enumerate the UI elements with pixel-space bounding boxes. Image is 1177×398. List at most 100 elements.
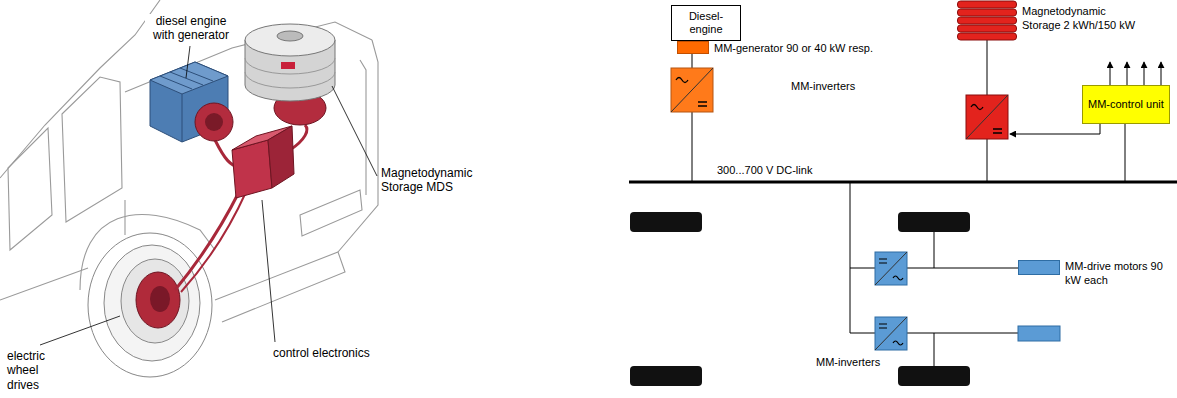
leader-line	[262, 200, 275, 342]
sill-line	[0, 268, 88, 300]
storage-disk	[958, 17, 1017, 24]
wheel	[88, 233, 212, 377]
wire	[692, 54, 693, 68]
leader-line	[186, 46, 190, 78]
van-window	[8, 128, 52, 250]
cable	[175, 190, 240, 290]
ac-sign	[676, 78, 688, 83]
inverter-diagonal	[875, 317, 907, 350]
text-holder: MM-generator 90 or 40 kW resp.	[714, 41, 873, 55]
control-unit-box: MM-control unit	[1082, 85, 1170, 124]
node-text: Magnetodynamic Storage 2 kWh/150 kW	[1022, 4, 1147, 33]
engine-top	[150, 62, 228, 94]
inverter-symbol	[966, 95, 1008, 139]
van-outline	[0, 0, 378, 322]
inverter-symbol	[875, 317, 907, 350]
leader-lines	[40, 46, 377, 345]
part-label: Magnetodynamic Storage MDS	[380, 166, 497, 195]
generator-hub	[205, 113, 223, 131]
storage-disk	[958, 9, 1017, 16]
inverter-symbol	[875, 252, 907, 285]
inverter-body	[966, 95, 1008, 139]
diesel-engine-figure	[150, 62, 233, 142]
drive-motor	[1018, 326, 1060, 341]
leader-line	[40, 316, 120, 345]
control-output	[1161, 62, 1162, 85]
flywheel-lid	[245, 24, 335, 56]
inverter-diagonal	[966, 95, 1008, 139]
inverter-body	[875, 317, 907, 350]
part-label: diesel engine with generator	[145, 14, 237, 43]
leader-line	[332, 86, 377, 176]
block-label: MM-inverters	[815, 356, 881, 369]
node-text: MM-drive motors 90 kW each	[1065, 259, 1165, 288]
control-output	[1110, 62, 1111, 85]
text-holder: Magnetodynamic Storage 2 kWh/150 kW	[1022, 4, 1147, 33]
wire	[907, 268, 1018, 333]
storage-disk	[958, 1, 1017, 8]
rim-inner	[121, 259, 189, 343]
cables	[175, 125, 307, 292]
cable	[181, 192, 246, 292]
wheel-motor-hub	[150, 286, 170, 312]
wheel-motor	[136, 272, 180, 328]
flywheel-ribs	[245, 58, 335, 88]
logo-badge	[281, 62, 295, 69]
motor-box	[1018, 260, 1060, 275]
generator-ring	[195, 103, 233, 141]
tyre	[88, 233, 212, 377]
wheel-symbol	[898, 366, 970, 386]
wheel-symbol	[630, 366, 702, 386]
engine-block	[150, 62, 228, 142]
inverter-body	[671, 68, 713, 112]
bus-label: 300...700 V DC-link	[716, 164, 813, 177]
grille-line	[360, 60, 366, 195]
engine-box: Diesel-engine	[671, 5, 741, 41]
ac-sign	[971, 105, 983, 110]
node-text: MM-generator 90 or 40 kW resp.	[714, 41, 873, 55]
wire	[987, 139, 988, 182]
door-line	[124, 200, 125, 235]
control-output	[1127, 62, 1128, 85]
rim	[104, 245, 200, 361]
dc-sign	[879, 324, 887, 328]
wheel-symbol	[898, 212, 970, 232]
generator-block: MM-generator 90 or 40 kW resp.	[677, 41, 873, 55]
flywheel-cap	[277, 31, 303, 41]
ac-sign	[893, 276, 903, 280]
dc-link-bus	[629, 181, 1177, 184]
dc-sign	[698, 102, 707, 106]
wire	[987, 40, 988, 95]
inverter-diagonal	[671, 68, 713, 112]
inverter-symbol	[671, 68, 713, 112]
node-text: MM-control unit	[1088, 98, 1164, 111]
ac-sign	[893, 341, 903, 345]
axle	[934, 232, 935, 366]
part-label: electric wheel drives	[6, 349, 60, 392]
storage-stack	[957, 0, 1017, 42]
generator-box	[677, 41, 709, 54]
van-front-line	[338, 40, 378, 252]
inverter-diagonal	[875, 252, 907, 285]
dc-sign	[879, 259, 887, 263]
block-label: MM-inverters	[790, 80, 856, 93]
bumper	[215, 252, 345, 322]
van-window	[62, 77, 122, 222]
inverter-body	[875, 252, 907, 285]
wire	[850, 182, 875, 333]
part-label: control electronics	[272, 346, 371, 360]
flywheel-figure	[245, 24, 335, 125]
dc-sign	[993, 129, 1002, 133]
storage-disk	[958, 25, 1017, 32]
headlight	[300, 190, 362, 236]
wire	[692, 112, 693, 182]
storage-disk	[958, 33, 1017, 40]
drive-motor-block: MM-drive motors 90 kW each	[1018, 260, 1165, 288]
box-side	[268, 126, 294, 188]
node-text: Diesel-engine	[675, 10, 737, 36]
control-output	[1144, 62, 1145, 85]
control-electronics-figure	[232, 126, 294, 198]
wheel-symbol	[630, 212, 702, 232]
